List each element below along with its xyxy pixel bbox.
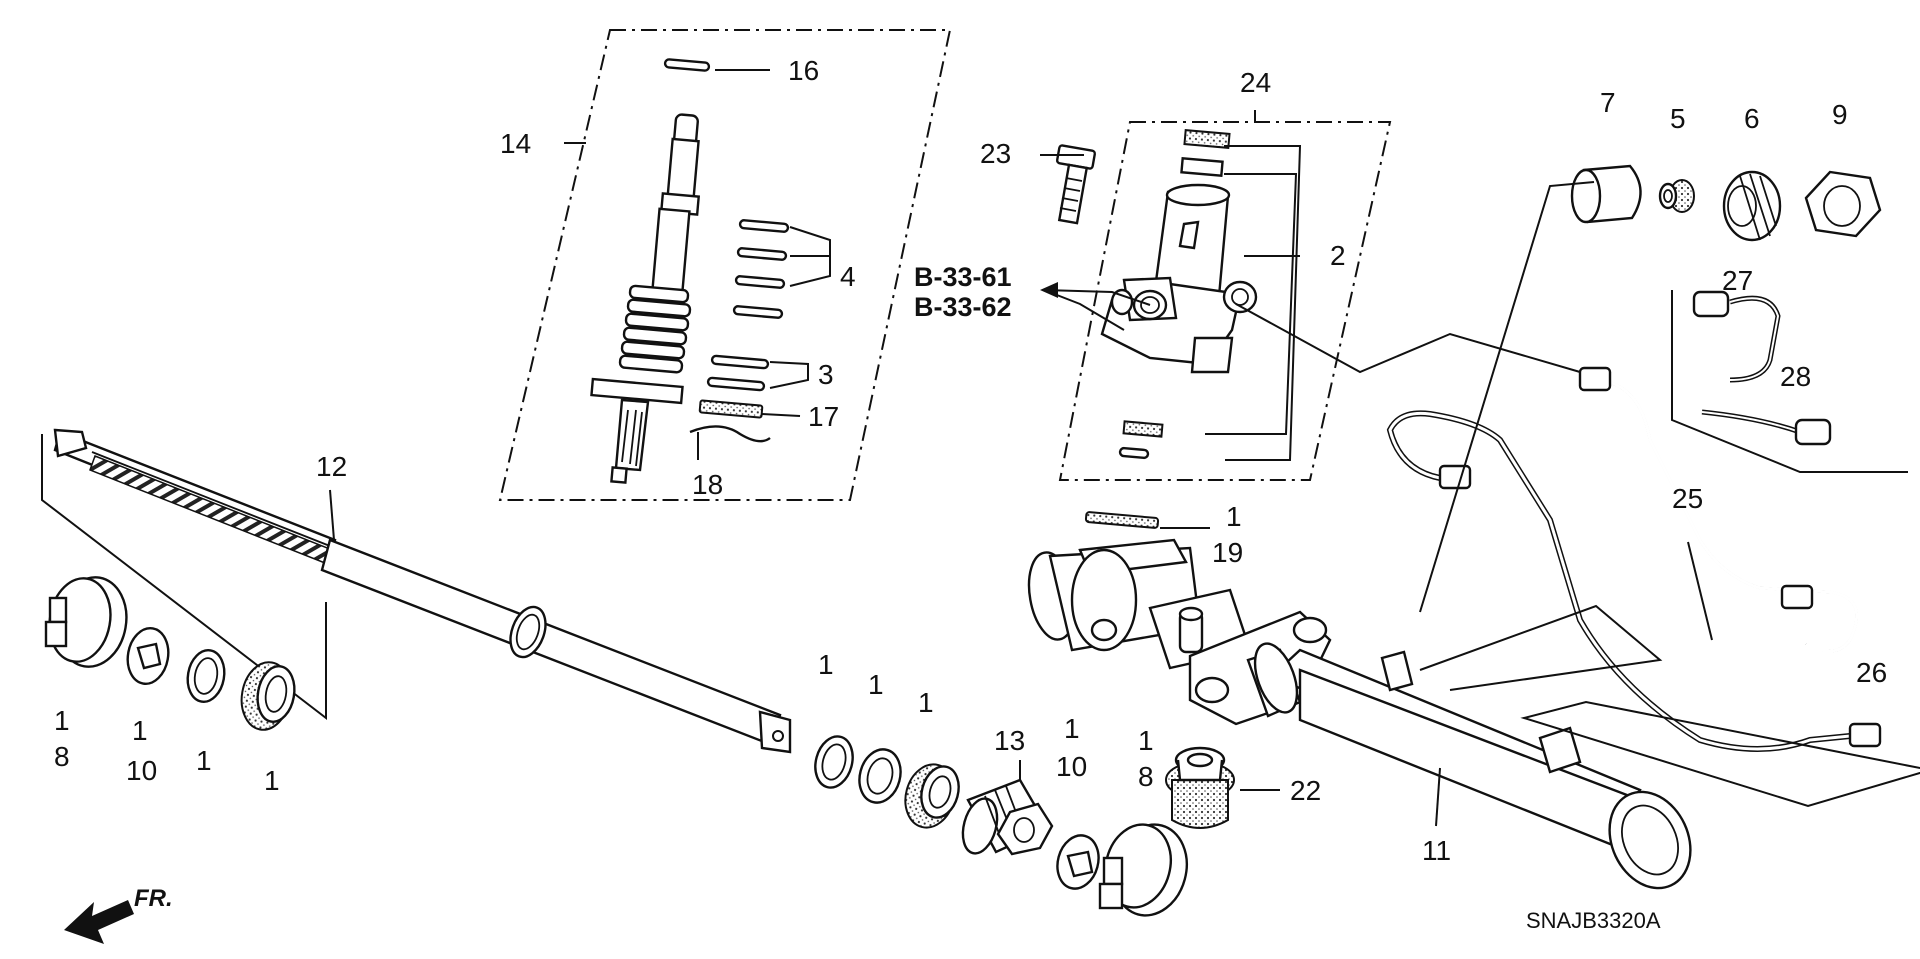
seal-lower-b [1118,446,1150,460]
o-ring-1a [814,735,854,789]
callout-23: 23 [980,138,1011,169]
bushing-1c [904,763,960,829]
callout-labels: 16 14 4 3 17 18 24 23 2 1 19 B-33-61 B-3… [54,55,1887,866]
fluid-pipe-26 [1386,410,1882,752]
flare-nut-28 [1794,418,1832,446]
callout-1-main-seal: 1 [1226,501,1242,532]
callout-22: 22 [1290,775,1321,806]
callout-1-oring-a: 1 [818,649,834,680]
callout-5: 5 [1670,103,1686,134]
ref-leader-1 [1043,289,1151,306]
leader-3 [769,361,809,389]
callout-1-right-band: 1 [1138,725,1154,756]
seal-6 [1722,170,1782,242]
valve-assembly-outline [498,29,952,501]
callout-3: 3 [818,359,834,390]
leader-11 [1435,767,1441,827]
seal-1b [858,748,902,804]
callout-1-left-band: 1 [54,705,70,736]
end-plug-13 [961,778,1054,856]
left-o-ring [186,649,226,703]
flare-nut-27 [1692,290,1730,318]
callout-18: 18 [692,469,723,500]
pinion-rings [618,284,692,374]
callout-27: 27 [1722,265,1753,296]
reference-b-33-62: B-33-62 [914,292,1012,322]
seal-17 [698,399,764,419]
seal-19 [1084,511,1160,529]
valve-body-group [1055,110,1581,529]
callout-1-left-bushing: 1 [264,765,280,796]
callout-17: 17 [808,401,839,432]
ref-arrow [1040,282,1058,298]
valve-body [1100,183,1258,374]
seal-rings-4 [732,219,790,319]
mount-cushion-22 [1165,746,1235,829]
leader-4 [789,226,831,287]
pipe-bracket-group [1671,290,1908,473]
callout-9: 9 [1832,99,1848,130]
callout-8-right: 8 [1138,761,1154,792]
leader-17 [761,413,801,417]
callout-4: 4 [840,261,856,292]
callout-7: 7 [1600,87,1616,118]
fluid-pipe-25 [1578,366,1859,653]
callout-11: 11 [1422,835,1451,866]
valve-body-outline [1058,121,1392,481]
pipe-25-leader [1419,604,1663,691]
arrow-icon [64,900,134,944]
callout-1-bushing-c: 1 [918,687,934,718]
callout-6: 6 [1744,103,1760,134]
right-lock-washer-10 [1056,834,1100,890]
union-7 [1419,164,1642,613]
flange-bolt-23 [1055,144,1097,225]
gearbox-housing [1027,538,1692,890]
leader-25 [1687,541,1713,641]
spacer-top [1180,156,1224,178]
pipe-26-leader-box [1520,700,1920,808]
seal-top-24 [1183,129,1231,149]
left-lock-washer-10 [126,627,170,685]
lock-nut-9 [1804,170,1882,238]
seal-lower-a [1122,420,1164,438]
circlip-18 [689,425,771,443]
seal-ring-16 [663,58,711,72]
diagram-code: SNAJB3320A [1526,908,1661,933]
front-direction-arrow: FR. [64,885,173,944]
callout-24: 24 [1240,67,1271,98]
callout-1-right-washer: 1 [1064,713,1080,744]
callout-19: 19 [1212,537,1243,568]
valve-assembly-group [498,29,952,501]
left-boot-band-8 [44,576,128,668]
callout-26: 26 [1856,657,1887,688]
seal-rings-3 [706,354,770,392]
callout-12: 12 [316,451,347,482]
right-boot-band-8 [1098,823,1188,917]
callout-1-left-oring: 1 [196,745,212,776]
direction-label: FR. [134,885,173,912]
steering-rack [41,428,792,754]
pinion-shaft [590,113,701,484]
callout-25: 25 [1672,483,1703,514]
callout-10-right: 10 [1056,751,1087,782]
reference-b-33-61: B-33-61 [914,262,1012,292]
check-valve-5 [1658,179,1695,213]
callout-1-left-washer: 1 [132,715,148,746]
callout-16: 16 [788,55,819,86]
callout-28: 28 [1780,361,1811,392]
callout-13: 13 [994,725,1025,756]
left-bushing [240,661,296,731]
callout-8-left: 8 [54,741,70,772]
callout-1-seal-b: 1 [868,669,884,700]
callout-14: 14 [500,128,531,159]
callout-10-left: 10 [126,755,157,786]
callout-2: 2 [1330,240,1346,271]
